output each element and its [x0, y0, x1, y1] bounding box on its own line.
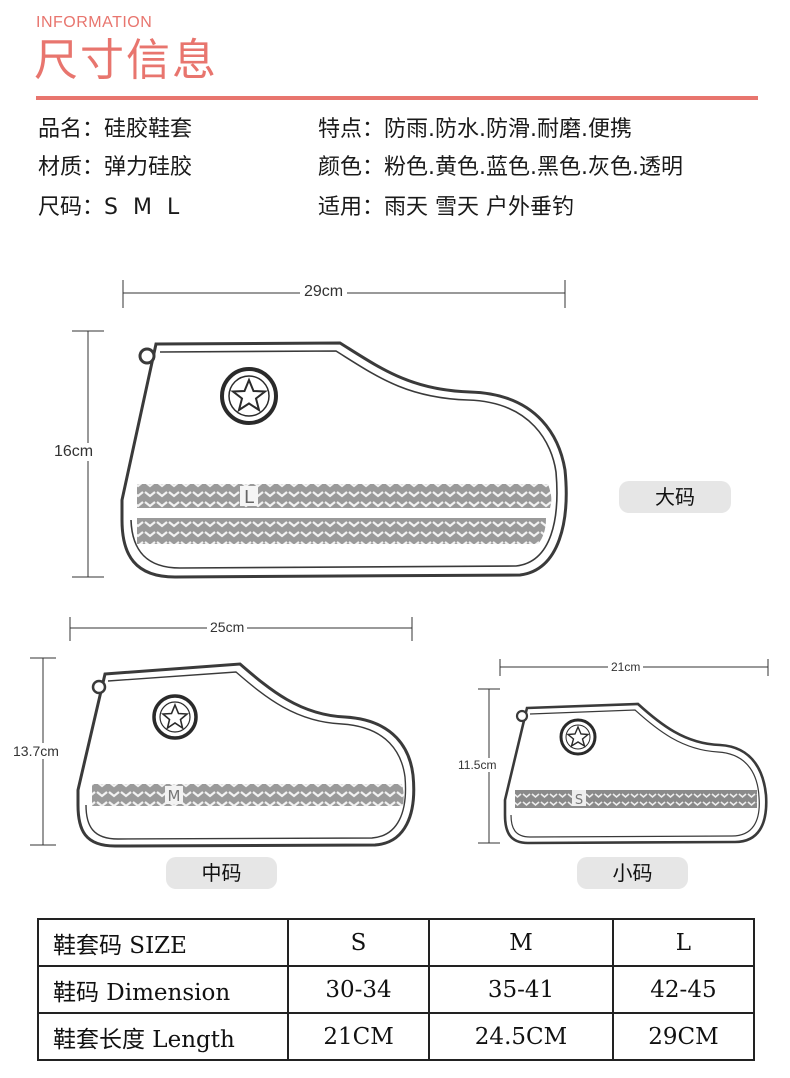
table-row: 鞋码 Dimension 30-34 35-41 42-45	[37, 965, 756, 1014]
medium-shoe-cover: M	[30, 617, 416, 848]
small-size-pill: 小码	[577, 857, 688, 889]
spec-sizes: 尺码：S M L	[38, 195, 184, 220]
size-table: 鞋套码 SIZE S M L 鞋码 Dimension 30-34 35-41 …	[37, 918, 756, 1061]
small-shoe-cover: S	[478, 659, 769, 845]
small-size-letter: S	[575, 793, 583, 808]
large-tread-lower	[137, 518, 546, 544]
table-cell: 35-41	[428, 965, 614, 1014]
large-size-pill: 大码	[619, 481, 731, 513]
spec-usage: 适用：雨天 雪天 户外垂钓	[318, 195, 575, 220]
table-cell: 21CM	[286, 1012, 431, 1061]
spec-features: 特点：防雨.防水.防滑.耐磨.便携	[318, 117, 632, 142]
table-cell: L	[611, 918, 756, 967]
medium-tread	[92, 784, 404, 806]
header-english-title: INFORMATION	[36, 14, 153, 31]
medium-width-label: 25cm	[207, 619, 248, 635]
medium-pull-loop	[91, 679, 107, 695]
small-pull-loop	[515, 709, 529, 723]
large-tread-upper	[137, 484, 552, 508]
large-shoe-cover: L	[72, 280, 568, 579]
table-row: 鞋套长度 Length 21CM 24.5CM 29CM	[37, 1012, 756, 1061]
star-icon	[160, 702, 190, 730]
table-cell: 29CM	[611, 1012, 756, 1061]
small-tread	[515, 790, 757, 808]
spec-product-name: 品名：硅胶鞋套	[38, 117, 193, 142]
table-row: 鞋套码 SIZE S M L	[37, 918, 756, 967]
header-title: 尺寸信息	[34, 35, 218, 86]
spec-material: 材质：弹力硅胶	[38, 155, 193, 180]
small-width-label: 21cm	[608, 660, 644, 674]
table-cell: 30-34	[286, 965, 431, 1014]
table-cell: M	[428, 918, 614, 967]
large-pull-loop	[138, 347, 156, 365]
star-icon	[230, 377, 268, 413]
large-star-badge	[220, 367, 278, 425]
small-shoe-outline	[503, 702, 768, 845]
table-row-header: 鞋套码 SIZE	[37, 918, 289, 967]
small-height-label: 11.5cm	[458, 758, 497, 772]
medium-size-pill: 中码	[166, 857, 277, 889]
table-row-header: 鞋套长度 Length	[37, 1012, 289, 1061]
large-height-label: 16cm	[54, 443, 94, 461]
header-divider	[36, 96, 758, 100]
medium-shoe-outline	[76, 662, 416, 848]
medium-size-letter: M	[168, 787, 181, 805]
table-row-header: 鞋码 Dimension	[37, 965, 289, 1014]
spec-colors: 颜色：粉色.黄色.蓝色.黑色.灰色.透明	[318, 155, 683, 180]
table-cell: 24.5CM	[428, 1012, 614, 1061]
large-size-letter: L	[244, 487, 254, 508]
medium-height-label: 13.7cm	[13, 743, 59, 759]
large-width-label: 29cm	[300, 283, 348, 301]
star-icon	[566, 725, 590, 748]
table-cell: S	[286, 918, 431, 967]
table-cell: 42-45	[611, 965, 756, 1014]
